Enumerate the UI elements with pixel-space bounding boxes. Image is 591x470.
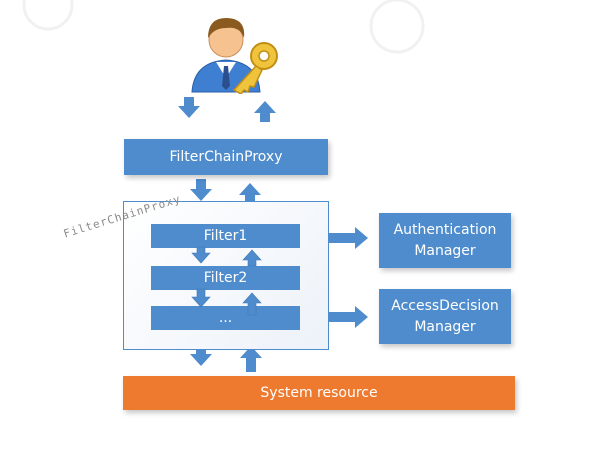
authentication-manager-line1: Authentication: [393, 221, 497, 238]
system-resource-label: System resource: [260, 384, 378, 401]
watermark-logo-icon: [22, 0, 74, 31]
filter-ellipsis-label: ...: [218, 309, 233, 326]
filter-chain-proxy-box: FilterChainProxy: [124, 139, 328, 175]
system-resource-box: System resource: [123, 376, 515, 410]
access-decision-manager-box: AccessDecision Manager: [379, 289, 511, 344]
access-decision-manager-line2: Manager: [414, 318, 476, 335]
filter-chain-proxy-label: FilterChainProxy: [169, 148, 283, 165]
filter-ellipsis-box: ...: [151, 306, 300, 330]
filter1-box: Filter1: [151, 224, 300, 248]
filter2-label: Filter2: [203, 269, 248, 286]
user-with-key-icon: [191, 18, 278, 94]
authentication-manager-line2: Manager: [414, 242, 476, 259]
access-decision-manager-line1: AccessDecision: [391, 297, 499, 314]
filter1-label: Filter1: [203, 227, 248, 244]
authentication-manager-box: Authentication Manager: [379, 213, 511, 268]
watermark-logo-icon: [369, 0, 425, 54]
filter2-box: Filter2: [151, 266, 300, 290]
